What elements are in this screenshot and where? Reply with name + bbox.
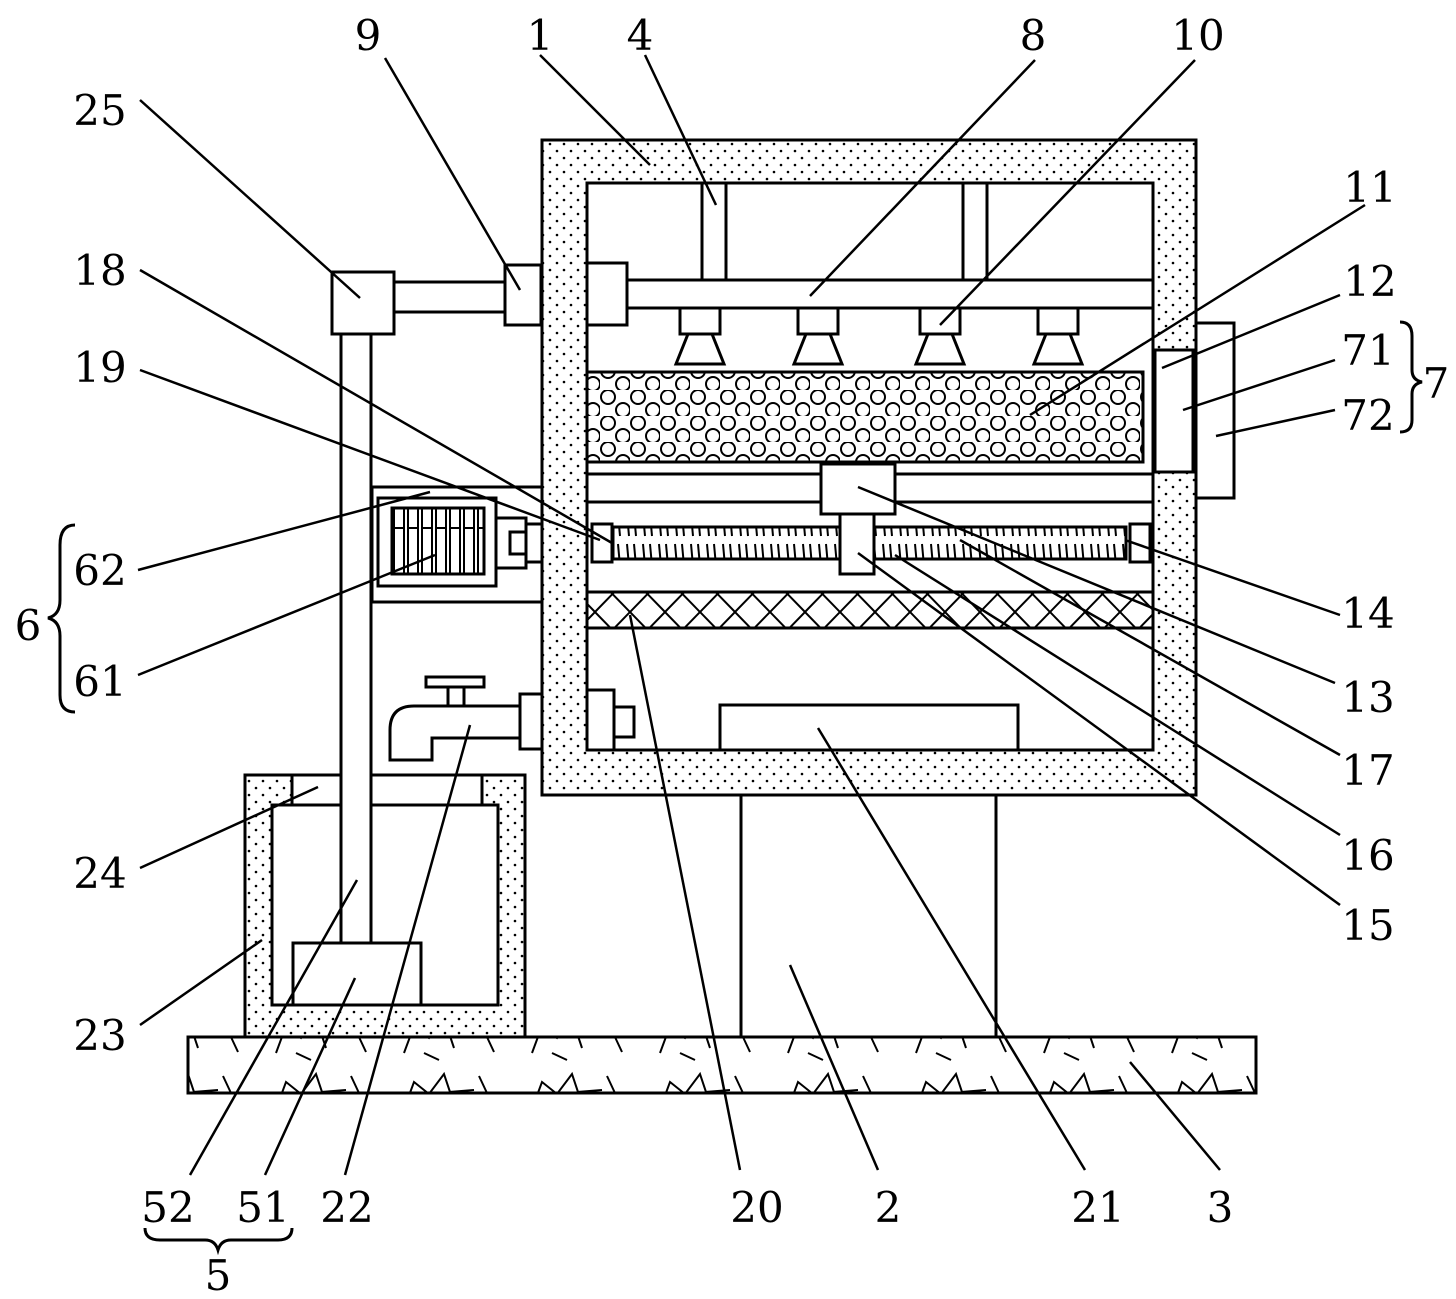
label-21: 21 (1071, 1183, 1124, 1232)
nozzle-row (673, 306, 1085, 366)
motor-fins (390, 506, 486, 576)
label-25: 25 (73, 86, 126, 135)
honeycomb-filter (585, 370, 1145, 464)
label-7: 7 (1423, 359, 1450, 408)
label-16: 16 (1341, 831, 1394, 880)
spray-pipe-connector (585, 261, 629, 327)
label-4: 4 (627, 11, 654, 60)
label-14: 14 (1341, 589, 1394, 638)
motor-assembly (370, 485, 544, 604)
label-24: 24 (73, 849, 126, 898)
label-51: 51 (236, 1183, 289, 1232)
support-column (739, 793, 998, 1039)
slider-block (819, 462, 897, 516)
collection-tray (718, 703, 1020, 752)
leader-lines (137, 54, 1366, 1176)
slider-nut (838, 512, 876, 576)
label-13: 13 (1341, 673, 1394, 722)
spray-pipe (585, 278, 1155, 310)
bearing-left (590, 522, 614, 564)
part-labels: 1 4 9 25 8 10 11 12 71 72 7 18 19 62 61 … (15, 11, 1450, 1299)
brace-6 (47, 523, 76, 714)
label-15: 15 (1341, 901, 1394, 950)
support-plate (585, 590, 1155, 630)
label-3: 3 (1207, 1183, 1234, 1232)
brace-5 (143, 1227, 294, 1256)
label-6: 6 (15, 601, 42, 650)
hanger-rod-left (700, 181, 728, 282)
nozzle (673, 306, 727, 366)
horizontal-pipe (392, 280, 508, 314)
label-61: 61 (73, 657, 126, 706)
label-9: 9 (355, 11, 382, 60)
vertical-pipe (339, 328, 373, 945)
label-18: 18 (73, 246, 126, 295)
label-11: 11 (1343, 163, 1396, 212)
nozzle (1031, 306, 1085, 366)
label-17: 17 (1341, 746, 1394, 795)
label-2: 2 (875, 1183, 902, 1232)
screw-right (872, 525, 1128, 561)
water-tap (388, 675, 544, 762)
label-71: 71 (1341, 326, 1394, 375)
side-panel-71 (1153, 348, 1195, 474)
label-62: 62 (73, 546, 126, 595)
label-1: 1 (527, 11, 554, 60)
label-72: 72 (1341, 391, 1394, 440)
screw-left (611, 525, 842, 561)
nozzle (913, 306, 967, 366)
label-22: 22 (320, 1183, 373, 1232)
label-8: 8 (1020, 11, 1047, 60)
label-52: 52 (141, 1183, 194, 1232)
side-box-72 (1194, 321, 1236, 500)
hanger-rod-right (961, 181, 989, 282)
label-19: 19 (73, 343, 126, 392)
drain-block (585, 688, 616, 752)
brace-7 (1399, 320, 1423, 434)
drain-cap (612, 705, 636, 739)
nozzle (791, 306, 845, 366)
label-10: 10 (1171, 11, 1224, 60)
label-12: 12 (1343, 257, 1396, 306)
label-5: 5 (205, 1251, 232, 1299)
label-20: 20 (730, 1183, 783, 1232)
label-23: 23 (73, 1011, 126, 1060)
tank-lid-slot (290, 773, 484, 807)
